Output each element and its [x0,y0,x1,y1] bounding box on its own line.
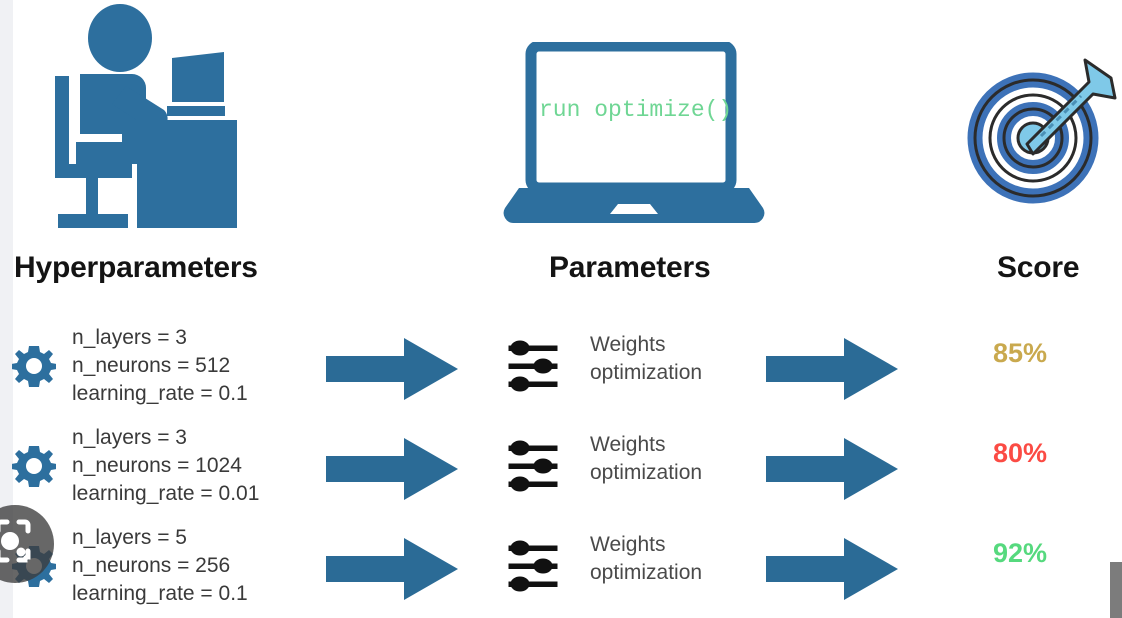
score-value: 80% [992,438,1048,468]
column-heading-parameters: Parameters [549,251,711,284]
trial-row: n_layers = 3 n_neurons = 1024 learning_r… [0,424,1122,544]
hyperparameters-values: n_layers = 5 n_neurons = 256 learning_ra… [72,524,248,608]
gear-icon [11,444,57,488]
right-arrow-icon [326,536,458,602]
parameters-label: Weights optimization [590,431,702,487]
sliders-icon [505,540,561,594]
wo-line: Weights [590,333,666,356]
right-arrow-icon [766,536,898,602]
laptop-code-text: run optimize() [539,97,733,123]
sliders-icon [505,340,561,394]
sliders-icon [505,440,561,494]
column-heading-hyperparameters: Hyperparameters [14,251,258,284]
right-arrow-icon [326,436,458,502]
right-arrow-icon [766,436,898,502]
target-with-dart-icon [965,52,1120,207]
trial-row: n_layers = 5 n_neurons = 256 learning_ra… [0,524,1122,618]
wo-line: optimization [590,361,703,384]
hp-line: n_neurons = 512 [72,354,231,377]
vertical-scrollbar-thumb[interactable] [1110,562,1122,618]
person-at-desk-icon [22,2,272,234]
parameters-label: Weights optimization [590,331,702,387]
wo-line: Weights [590,533,666,556]
wo-line: Weights [590,433,666,456]
trial-row: n_layers = 3 n_neurons = 512 learning_ra… [0,324,1122,444]
google-lens-icon[interactable] [0,505,54,583]
wo-line: optimization [590,561,703,584]
score-value: 92% [992,538,1048,568]
hyperparameters-values: n_layers = 3 n_neurons = 1024 learning_r… [72,424,259,508]
page-gutter-strip [0,0,13,618]
gear-icon [11,344,57,388]
hp-line: n_layers = 3 [72,326,187,349]
column-heading-score: Score [997,251,1080,284]
hp-line: n_neurons = 1024 [72,454,242,477]
hp-line: learning_rate = 0.1 [72,582,248,605]
right-arrow-icon [766,336,898,402]
hyperparameters-values: n_layers = 3 n_neurons = 512 learning_ra… [72,324,248,408]
score-value: 85% [992,338,1048,368]
right-arrow-icon [326,336,458,402]
laptop-icon: run optimize() [503,40,765,227]
parameters-label: Weights optimization [590,531,702,587]
hp-line: n_neurons = 256 [72,554,231,577]
wo-line: optimization [590,461,703,484]
hp-line: n_layers = 5 [72,526,187,549]
hp-line: n_layers = 3 [72,426,187,449]
hp-line: learning_rate = 0.1 [72,382,248,405]
hp-line: learning_rate = 0.01 [72,482,260,505]
